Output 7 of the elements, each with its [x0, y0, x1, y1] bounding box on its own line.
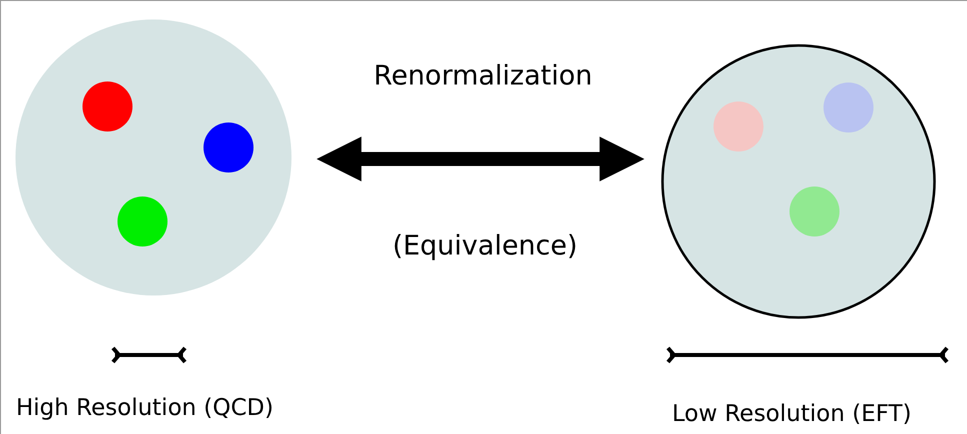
- scale-label: Low Resolution (EFT): [672, 401, 912, 427]
- particle-circle: [14, 18, 292, 296]
- particle-circle: [660, 44, 936, 318]
- double-arrow: [316, 136, 644, 182]
- caption-text: (Equivalence): [392, 230, 578, 262]
- scale-label: High Resolution (QCD): [16, 395, 274, 421]
- edge-label: Renormalization: [374, 60, 592, 92]
